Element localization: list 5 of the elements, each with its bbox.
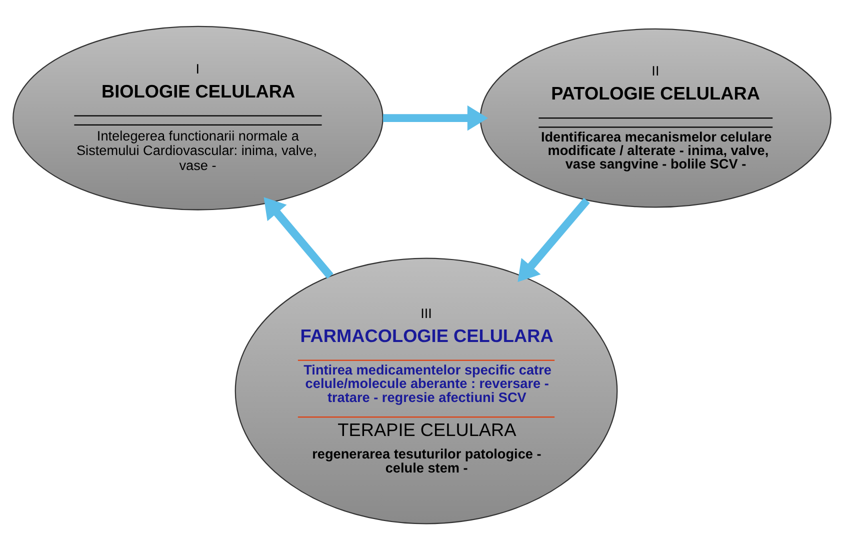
node-ellipse: I BIOLOGIE CELULARA Intelegerea functionarii normale a Sistemului Cardiovascular: inima, valve, vase -	[12, 26, 384, 210]
arrow	[264, 197, 334, 279]
node-ellipse: II PATOLOGIE CELULARA Identificarea mecanismelor celulare modificate / alterate - inima, valve, vase sangvine - bolile SCV -	[480, 28, 832, 208]
arrow	[518, 198, 590, 282]
arrow	[383, 105, 488, 131]
